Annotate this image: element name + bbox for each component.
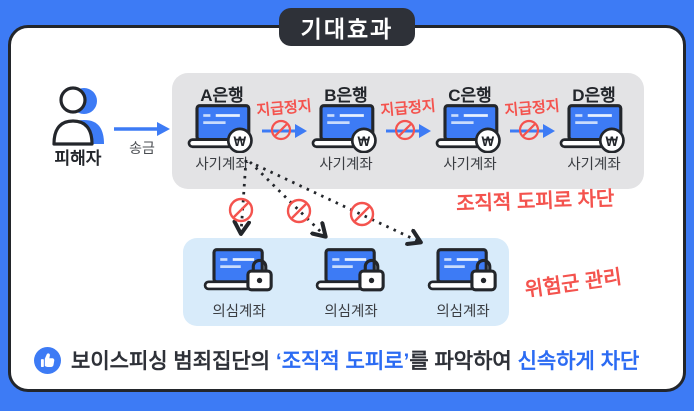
- fraud-account-label: 사기계좌: [567, 157, 621, 173]
- summary-text: 보이스피싱 범죄집단의 ‘조직적 도피로’를 파악하여 신속하게 차단: [71, 345, 639, 375]
- thumbs-up-icon: [34, 346, 61, 374]
- bank-b-column: B은행 W 사기계좌: [300, 73, 392, 189]
- title-badge-label: 기대효과: [300, 16, 394, 42]
- suspicious-account-item: 의심계좌: [189, 238, 289, 326]
- bank-d-column: D은행 W 사기계좌: [548, 73, 640, 189]
- laptop-won-icon: W: [310, 103, 382, 158]
- bank-a-name: A은행: [200, 86, 244, 105]
- payment-stop-group: 지급정지: [500, 73, 564, 189]
- summary-highlight-escape: ‘조직적 도피로’: [275, 350, 410, 373]
- svg-text:W: W: [482, 134, 495, 149]
- laptop-won-icon: W: [186, 103, 258, 158]
- suspicious-accounts-panel: 의심계좌 의심계좌: [183, 238, 509, 326]
- bank-d-name: D은행: [572, 86, 616, 105]
- bank-c-name: C은행: [448, 86, 492, 105]
- blocked-arrow-icon: [260, 117, 308, 148]
- payment-stop-group: 지급정지: [376, 73, 440, 189]
- victim-label: 피해자: [54, 149, 102, 168]
- suspicious-account-label: 의심계좌: [436, 304, 490, 320]
- transfer-arrow-icon: [112, 119, 172, 144]
- blocked-arrow-icon: [384, 117, 432, 148]
- laptop-won-icon: W: [434, 103, 506, 158]
- laptop-lock-icon: [313, 247, 389, 302]
- payment-stop-group: 지급정지: [252, 73, 316, 189]
- suspicious-account-item: 의심계좌: [301, 238, 401, 326]
- svg-text:W: W: [234, 134, 247, 149]
- person-icon: [46, 84, 110, 151]
- suspicious-account-item: 의심계좌: [413, 238, 513, 326]
- suspicious-account-label: 의심계좌: [212, 304, 266, 320]
- summary-row: 보이스피싱 범죄집단의 ‘조직적 도피로’를 파악하여 신속하게 차단: [34, 344, 664, 376]
- bank-b-name: B은행: [324, 86, 368, 105]
- summary-highlight-block: 신속하게 차단: [517, 350, 640, 373]
- transfer-label: 송금: [129, 140, 155, 156]
- bank-a-column: A은행 W 사기계좌: [176, 73, 268, 189]
- blocked-arrow-icon: [508, 117, 556, 148]
- svg-text:W: W: [606, 134, 619, 149]
- fraud-banks-panel: A은행 W 사기계좌 B은행 W: [172, 73, 644, 189]
- bank-c-column: C은행 W 사기계좌: [424, 73, 516, 189]
- suspicious-account-label: 의심계좌: [324, 304, 378, 320]
- title-badge: 기대효과: [279, 8, 415, 46]
- laptop-lock-icon: [425, 247, 501, 302]
- laptop-lock-icon: [201, 247, 277, 302]
- fraud-account-label: 사기계좌: [195, 157, 249, 173]
- fraud-account-label: 사기계좌: [443, 157, 497, 173]
- summary-middle: 를 파악하여: [409, 350, 518, 373]
- summary-prefix: 보이스피싱 범죄집단의: [71, 350, 276, 373]
- svg-text:W: W: [358, 134, 371, 149]
- laptop-won-icon: W: [558, 103, 630, 158]
